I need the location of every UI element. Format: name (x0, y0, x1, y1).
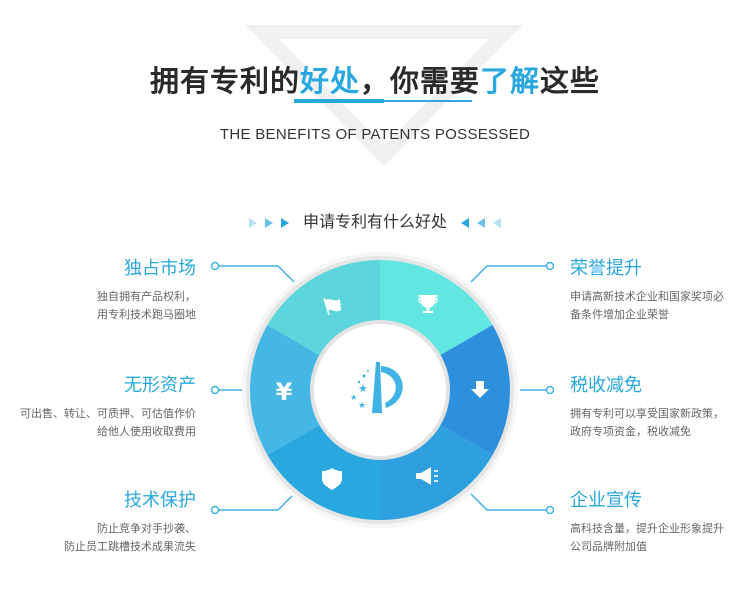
svg-text:★: ★ (358, 382, 368, 395)
benefit-title: 企业宣传 (570, 490, 642, 511)
benefit-desc: 申请高新技术企业和国家奖项必 (570, 290, 724, 303)
benefit-item: 技术保护 防止竞争对手抄袭、防止员工跳槽技术成果流失 (0, 486, 196, 556)
background-triangle (245, 25, 523, 166)
title-underline (294, 99, 384, 103)
benefit-desc: 备条件增加企业荣誉 (570, 308, 669, 321)
benefit-desc: 用专利技术跑马圈地 (97, 308, 196, 321)
benefit-desc: 拥有专利可以享受国家新政策， (570, 407, 724, 420)
benefit-title: 无形资产 (124, 375, 196, 396)
svg-text:★: ★ (358, 401, 366, 411)
benefit-item: 无形资产 可出售、转让、可质押、可估值作价给他人使用收取费用 (0, 371, 196, 441)
svg-text:★: ★ (350, 393, 357, 402)
benefit-desc: 政府专项资金，税收减免 (570, 425, 691, 438)
patent-logo-icon: ★ ★ ★ (350, 362, 403, 413)
benefit-item: 独占市场 独自拥有产品权利， 用专利技术跑马圈地 (0, 254, 196, 324)
benefit-desc: 防止竞争对手抄袭、 (97, 522, 196, 535)
page-subtitle: THE BENEFITS OF PATENTS POSSESSED (219, 126, 531, 143)
benefit-title: 技术保护 (124, 490, 196, 511)
megaphone-icon (416, 467, 438, 485)
benefits-wheel: ★ ★ ★ ¥ (242, 252, 518, 528)
benefit-title: 荣誉提升 (570, 258, 642, 279)
shield-icon (322, 468, 342, 490)
title-underline-thin (384, 100, 472, 102)
trophy-icon (418, 295, 438, 313)
flag-icon (323, 297, 341, 316)
benefit-title: 税收减免 (570, 375, 642, 396)
arrow-down-icon (471, 381, 489, 398)
benefit-item: 荣誉提升 申请高新技术企业和国家奖项必备条件增加企业荣誉 (570, 254, 745, 324)
benefit-desc: 给他人使用收取费用 (97, 425, 196, 438)
benefit-desc: 高科技含量，提升企业形象提升 (570, 522, 724, 535)
benefit-desc: 独自拥有产品权利， (97, 290, 196, 303)
benefit-title: 独占市场 (124, 258, 196, 279)
benefit-item: 企业宣传 高科技含量，提升企业形象提升公司品牌附加值 (570, 486, 745, 556)
right-arrows-icon (245, 213, 293, 232)
benefit-desc: 防止员工跳槽技术成果流失 (64, 540, 196, 553)
benefit-item: 税收减免 拥有专利可以享受国家新政策， 政府专项资金，税收减免 (570, 371, 745, 441)
left-arrows-icon (457, 213, 505, 232)
section-heading: 申请专利有什么好处 (0, 208, 750, 232)
benefit-desc: 可出售、转让、可质押、可估值作价 (20, 407, 196, 420)
benefit-desc: 公司品牌附加值 (570, 540, 647, 553)
yen-icon: ¥ (276, 378, 293, 406)
page-title: 拥有专利的好处，你需要了解这些 (149, 64, 601, 98)
